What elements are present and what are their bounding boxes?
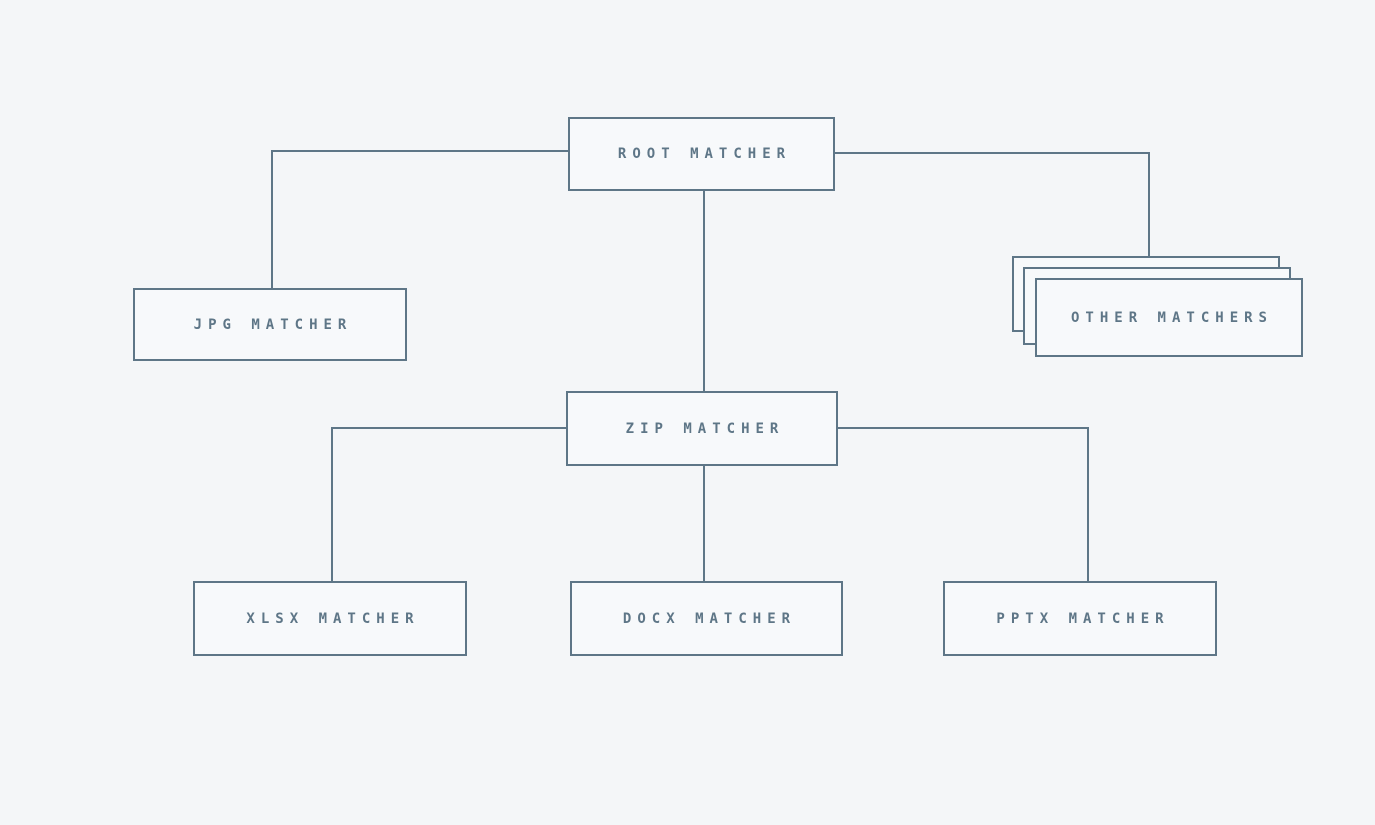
node-docx-matcher-label: DOCX MATCHER [622, 610, 797, 627]
edge-root-zip-vertical [703, 191, 705, 392]
node-jpg-matcher-label: JPG MATCHER [193, 316, 353, 333]
node-xlsx-matcher-label: XLSX MATCHER [246, 610, 420, 627]
edge-zip-xlsx-vertical [331, 427, 333, 583]
node-jpg-matcher: JPG MATCHER [133, 288, 407, 361]
node-pptx-matcher-label: PPTX MATCHER [996, 610, 1170, 627]
node-docx-matcher: DOCX MATCHER [570, 581, 843, 656]
edge-root-jpg-horizontal [271, 150, 570, 152]
node-root-matcher: ROOT MATCHER [568, 117, 835, 191]
edge-zip-pptx-horizontal [838, 427, 1089, 429]
node-zip-matcher: ZIP MATCHER [566, 391, 838, 466]
edge-root-other-horizontal [835, 152, 1150, 154]
node-zip-matcher-label: ZIP MATCHER [625, 420, 785, 437]
node-root-matcher-label: ROOT MATCHER [617, 146, 792, 162]
edge-zip-xlsx-horizontal [331, 427, 568, 429]
edge-zip-pptx-vertical [1087, 427, 1089, 583]
node-pptx-matcher: PPTX MATCHER [943, 581, 1217, 656]
edge-zip-docx-vertical [703, 466, 705, 583]
edge-root-other-vertical [1148, 152, 1150, 258]
edge-root-jpg-vertical [271, 150, 273, 290]
node-xlsx-matcher: XLSX MATCHER [193, 581, 467, 656]
node-other-matchers: OTHER MATCHERS [1035, 278, 1303, 357]
node-other-matchers-label: OTHER MATCHERS [1070, 309, 1273, 326]
